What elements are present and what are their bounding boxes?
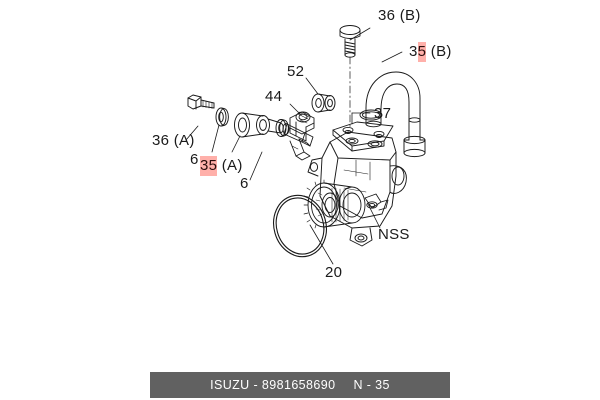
callout-35b-highlight: 5 bbox=[417, 42, 427, 62]
o-ring-20-part bbox=[273, 194, 327, 258]
callout-35a-highlight: 35 bbox=[200, 156, 218, 176]
eye-joint-35a-part bbox=[234, 112, 282, 138]
callout-35b-suffix: (B) bbox=[426, 43, 452, 60]
callout-36a: 36 (A) bbox=[152, 132, 195, 149]
footer-manufacturer-part: ISUZU - 8981658690 bbox=[210, 378, 336, 392]
callout-6-upper: 6 bbox=[190, 151, 199, 168]
callout-20: 20 bbox=[325, 264, 343, 281]
footer-bar: ISUZU - 8981658690 N - 35 bbox=[150, 372, 450, 398]
footer-page-ref: N - 35 bbox=[353, 378, 390, 392]
callout-37: 37 bbox=[374, 105, 392, 122]
pump-side-fitting bbox=[364, 193, 389, 211]
callout-35b: 35 (B) bbox=[409, 42, 452, 62]
bolt-36b-part bbox=[339, 25, 361, 58]
callout-35a-suffix: (A) bbox=[217, 157, 243, 174]
callout-nss: NSS bbox=[378, 226, 410, 243]
bolt-36a-part bbox=[187, 94, 215, 110]
bracket-44-part bbox=[289, 111, 315, 142]
callout-52: 52 bbox=[287, 63, 305, 80]
callout-35b-prefix: 3 bbox=[409, 43, 418, 60]
callout-44: 44 bbox=[265, 88, 283, 105]
washer-6a-part bbox=[215, 107, 229, 127]
callout-35a: 35 (A) bbox=[200, 156, 243, 176]
pipe-stub-left bbox=[282, 123, 314, 161]
o-ring-37-part bbox=[359, 109, 383, 121]
callout-6-lower: 6 bbox=[240, 175, 249, 192]
callout-36b: 36 (B) bbox=[378, 7, 421, 24]
bushing-52-part bbox=[311, 93, 336, 113]
